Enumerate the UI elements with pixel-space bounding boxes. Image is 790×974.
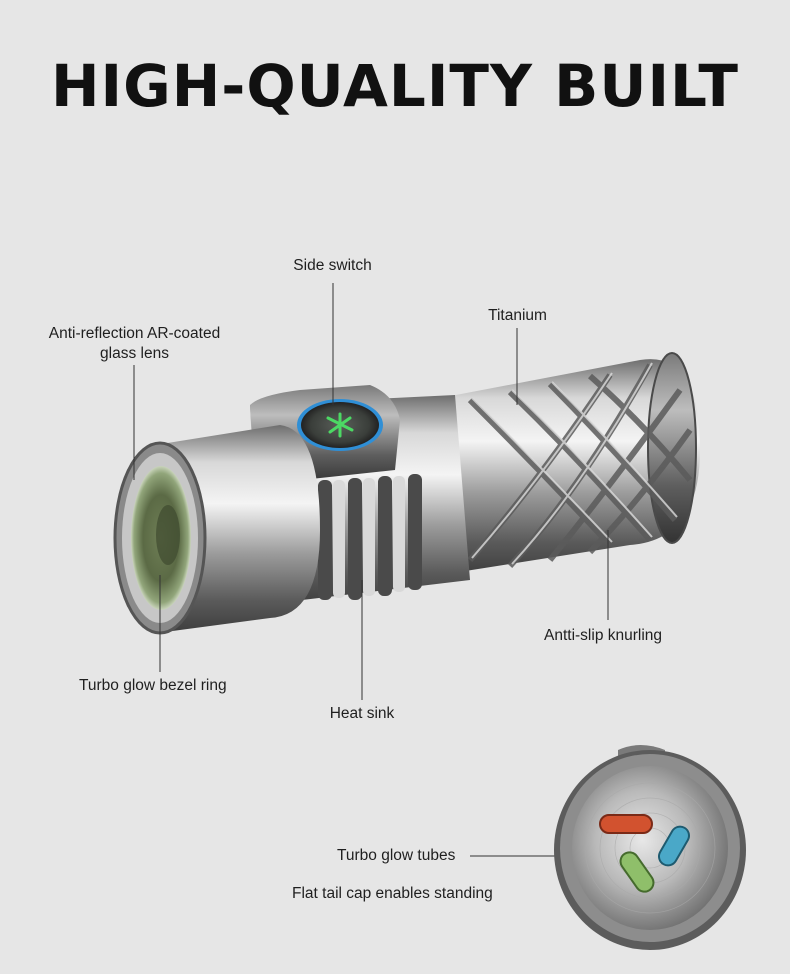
page-title: HIGH-QUALITY BUILT <box>51 52 739 120</box>
bezel-head <box>113 425 320 635</box>
side-switch <box>297 399 383 451</box>
callout-lens-line2: glass lens <box>100 345 169 362</box>
callout-bezel: Turbo glow bezel ring <box>79 677 227 694</box>
callout-heat-sink: Heat sink <box>329 705 395 722</box>
callout-glow-tubes: Turbo glow tubes <box>337 847 456 864</box>
tail-cap-illustration <box>554 745 746 950</box>
callout-titanium: Titanium <box>488 307 547 324</box>
callout-side-switch: Side switch <box>293 257 372 274</box>
knurled-tail <box>440 352 700 575</box>
glow-tube-red <box>599 814 653 834</box>
glow-tube-green <box>619 851 655 893</box>
glow-tube-blue <box>658 825 690 867</box>
callout-tail-cap: Flat tail cap enables standing <box>292 885 493 902</box>
callout-knurling: Antti-slip knurling <box>544 627 663 644</box>
callout-lens-line1: Anti-reflection AR-coated <box>48 325 221 342</box>
